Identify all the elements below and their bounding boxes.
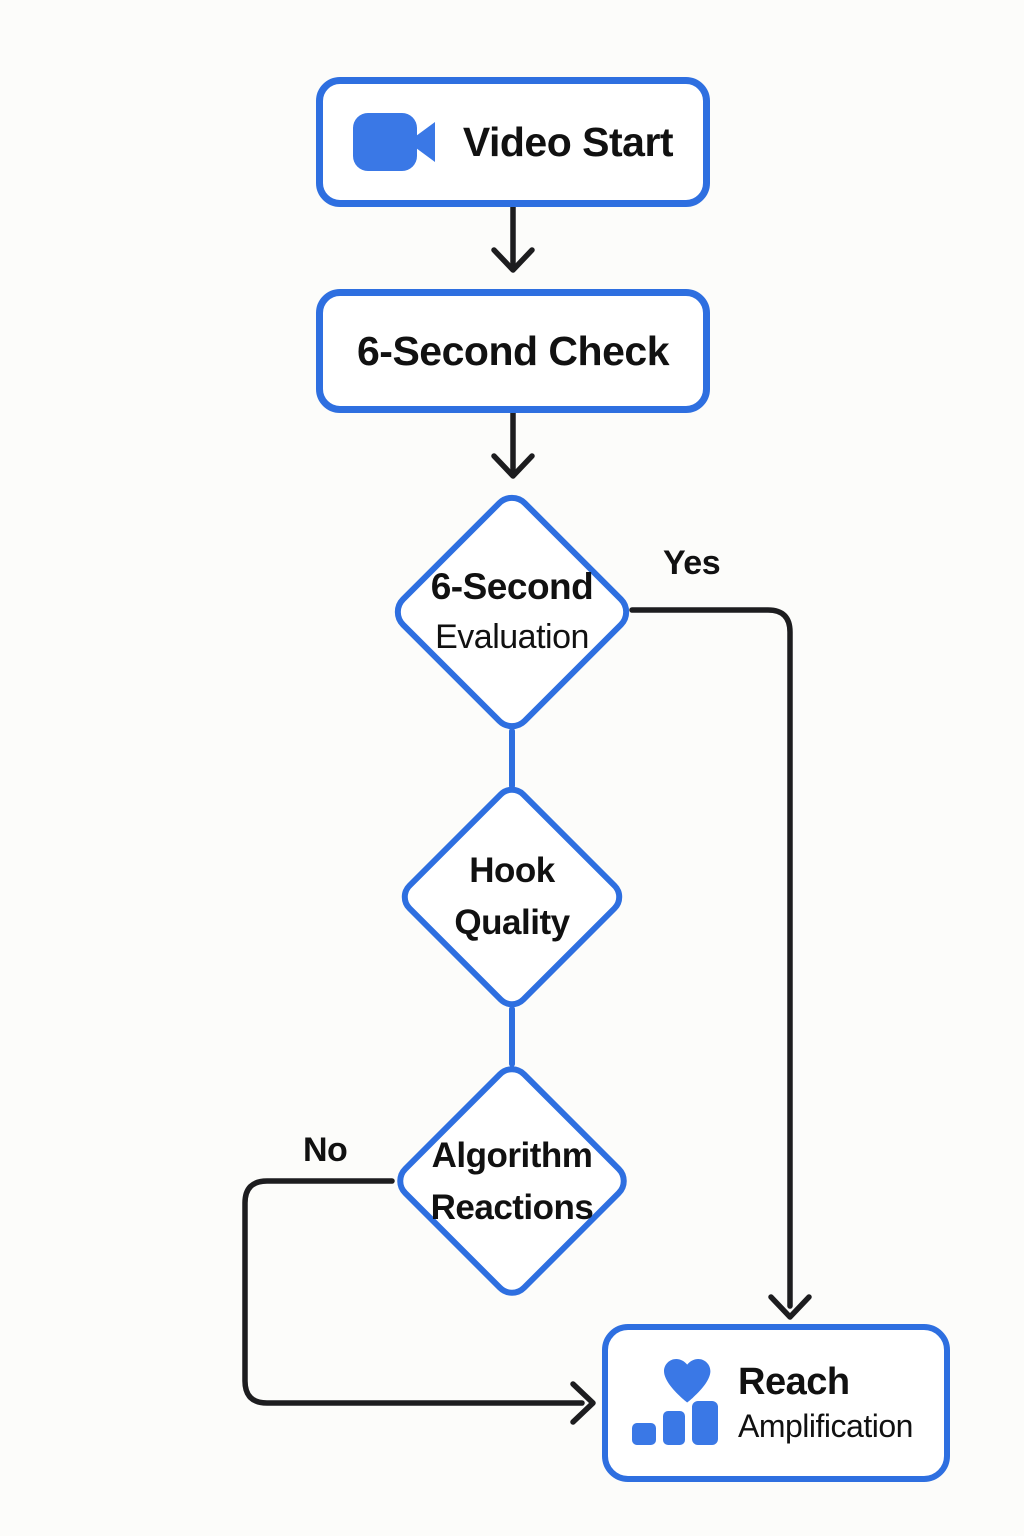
reach-amplification-node: Reach Amplification bbox=[602, 1324, 950, 1482]
edge-yes-branch bbox=[629, 607, 793, 1309]
edge-no-branch bbox=[242, 1178, 585, 1406]
video-camera-icon bbox=[352, 113, 435, 171]
six-second-check-node: 6-Second Check bbox=[316, 289, 710, 413]
arrowhead-down-icon bbox=[491, 453, 535, 479]
arrowhead-down-icon bbox=[491, 247, 535, 273]
arrowhead-right-icon bbox=[570, 1381, 596, 1425]
reach-amplification-line2: Amplification bbox=[738, 1408, 913, 1444]
algorithm-reactions-diamond-shape bbox=[397, 1066, 627, 1296]
video-start-label: Video Start bbox=[462, 118, 674, 165]
yes-edge-label: Yes bbox=[663, 544, 721, 582]
reach-amplification-line1: Reach bbox=[738, 1361, 850, 1403]
six-second-check-label: 6-Second Check bbox=[357, 327, 670, 374]
no-edge-label: No bbox=[303, 1131, 348, 1169]
heart-icon bbox=[664, 1359, 711, 1403]
evaluation-diamond-shape bbox=[394, 494, 630, 730]
arrowhead-down-icon bbox=[768, 1294, 812, 1320]
video-start-node: Video Start bbox=[316, 77, 710, 207]
bar-chart-icon bbox=[632, 1401, 718, 1445]
hook-quality-diamond-shape bbox=[401, 786, 623, 1008]
heart-and-bar-chart-icon bbox=[632, 1359, 718, 1445]
